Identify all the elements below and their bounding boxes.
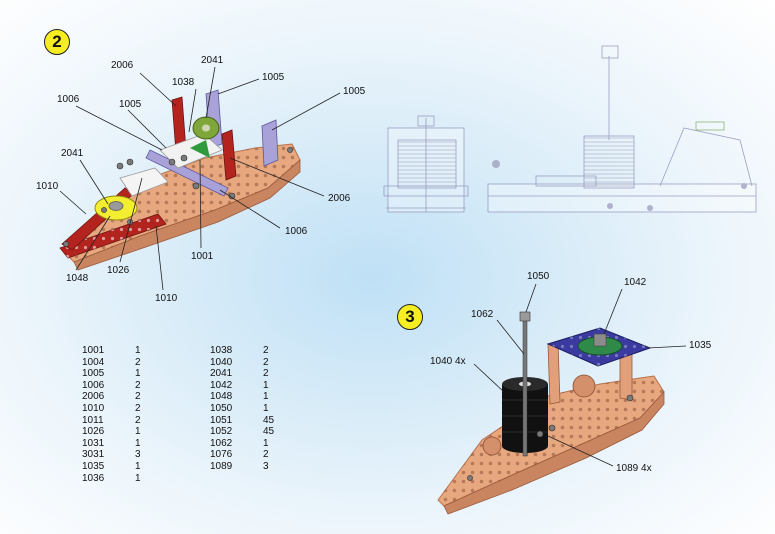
part-quantity: 1: [135, 368, 141, 380]
part-number: 1062: [210, 437, 233, 449]
part-number: 2041: [210, 368, 233, 380]
part-quantity: 2: [135, 379, 141, 391]
cap-1050: [519, 311, 531, 322]
part-quantity: 1: [135, 437, 141, 449]
part-number: 1052: [210, 426, 233, 438]
boat-step2-drawing: [59, 89, 301, 271]
part-quantity: 2: [263, 345, 269, 356]
callout-1040: 1040 4x: [430, 356, 466, 367]
red-upright-2006-right: [221, 129, 237, 181]
hull-step3-side: [443, 390, 665, 515]
callout-1006-right: 1006: [285, 226, 308, 237]
boat-step3-drawing: [437, 311, 665, 515]
part-number: 1026: [82, 426, 105, 438]
step-badge-3: 3: [397, 304, 423, 330]
callout-2006-top: 2006: [111, 60, 134, 71]
part-number: 1036: [82, 472, 105, 484]
part-number: 1005: [82, 368, 105, 380]
part-quantity: 1: [263, 402, 269, 414]
ghost-side-view: [487, 45, 757, 213]
part-number: 1042: [210, 379, 233, 391]
part-number: 1004: [82, 356, 105, 368]
part-number: 1011: [82, 414, 104, 426]
step3-leader-lines: [473, 283, 687, 467]
callout-2041-left: 2041: [61, 148, 84, 159]
callout-1035: 1035: [689, 340, 712, 351]
part-number: 1051: [210, 414, 233, 426]
part-quantity: 2: [135, 356, 141, 368]
callout-1048: 1048: [66, 273, 89, 284]
white-plate-1026: [119, 167, 169, 197]
callout-1010-bottom: 1010: [155, 293, 178, 304]
ghost-front-view: [383, 115, 469, 213]
part-number: 2006: [82, 391, 105, 403]
part-quantity: 2: [135, 391, 141, 403]
part-number: 1010: [82, 402, 105, 414]
part-quantity: 2: [135, 414, 141, 426]
callout-1006-left: 1006: [57, 94, 80, 105]
part-number: 1050: [210, 402, 233, 414]
callout-1062: 1062: [471, 309, 494, 320]
callout-1089: 1089 4x: [616, 463, 652, 474]
part-quantity: 1: [135, 345, 141, 356]
part-quantity: 1: [263, 379, 269, 391]
part-number: 1031: [82, 437, 105, 449]
part-quantity: 2: [263, 356, 269, 368]
part-quantity: 2: [263, 368, 269, 380]
part-quantity: 45: [263, 426, 275, 438]
part-number: 1035: [82, 460, 105, 472]
part-number: 1040: [210, 356, 233, 368]
part-number: 3031: [82, 449, 105, 461]
callout-1038: 1038: [172, 77, 195, 88]
callout-1005-top: 1005: [262, 72, 285, 83]
lavender-strip-1005-right: [261, 119, 279, 167]
part-number: 1038: [210, 345, 233, 356]
part-quantity: 2: [263, 449, 269, 461]
part-quantity: 45: [263, 414, 275, 426]
step-badge-2: 2: [44, 29, 70, 55]
callout-1050: 1050: [527, 271, 550, 282]
lavender-strip-1006: [145, 149, 229, 197]
part-number: 1076: [210, 449, 233, 461]
step2-leader-lines: [59, 66, 341, 291]
part-quantity: 1: [135, 472, 141, 484]
part-quantity: 2: [135, 402, 141, 414]
callout-1005-right: 1005: [343, 86, 366, 97]
callout-1001: 1001: [191, 251, 214, 262]
part-quantity: 3: [135, 449, 141, 461]
part-number: 1048: [210, 391, 233, 403]
part-quantity: 1: [263, 437, 269, 449]
part-quantity: 1: [135, 460, 141, 472]
part-quantity: 1: [135, 426, 141, 438]
callout-2041-top: 2041: [201, 55, 224, 66]
callout-1010-left: 1010: [36, 181, 59, 192]
callout-1042: 1042: [624, 277, 647, 288]
part-quantity: 1: [263, 391, 269, 403]
part-quantity: 3: [263, 460, 269, 472]
callout-1005-mid: 1005: [119, 99, 142, 110]
part-number: 1006: [82, 379, 105, 391]
rod-1062: [522, 319, 528, 457]
callout-2006-right: 2006: [328, 193, 351, 204]
part-number: 1001: [82, 345, 105, 356]
part-number: 1089: [210, 460, 233, 472]
callout-1026: 1026: [107, 265, 130, 276]
ghost-views: [383, 45, 757, 213]
